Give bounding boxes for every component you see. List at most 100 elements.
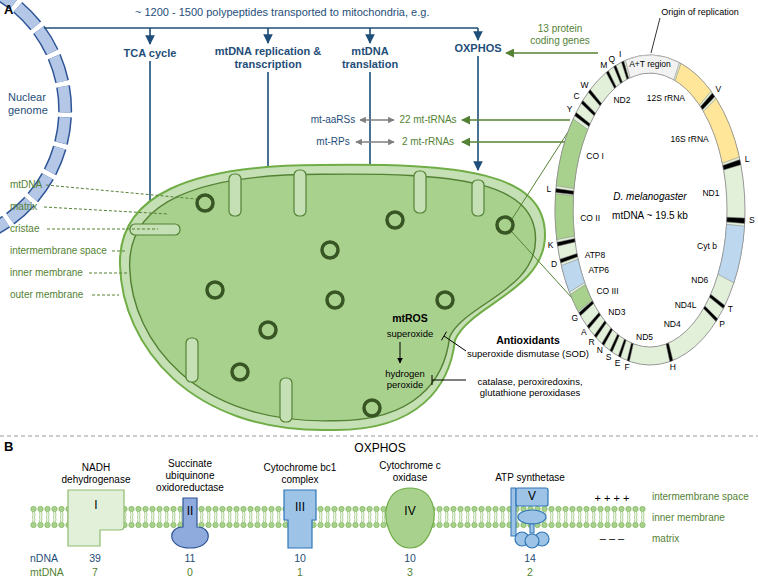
label: 13 protein coding genes: [524, 23, 596, 46]
label-holder: ND4: [664, 320, 681, 330]
label-holder: superoxide dismutase (SOD): [467, 349, 589, 360]
label: 10: [294, 552, 306, 564]
complex-name: Succinate ubiquinone oxidoreductase: [148, 458, 233, 494]
label: – – –: [600, 532, 624, 545]
label: matrix: [652, 533, 679, 545]
label-holder: Antioxidants: [496, 334, 560, 346]
gene-label: W: [580, 81, 588, 91]
label-holder: + + + +: [595, 492, 630, 505]
complex-numeral: IV: [404, 505, 415, 519]
gene-label: M: [600, 61, 607, 71]
label-holder: Y: [567, 105, 573, 115]
label: Origin of replication: [661, 7, 739, 17]
label-holder: Nuclear genome: [8, 91, 60, 116]
gene-label: CO III: [596, 287, 618, 297]
label: nDNA: [30, 552, 58, 564]
label-holder: 10: [294, 552, 306, 564]
gene-label: V: [715, 85, 721, 95]
gene-label: ND2: [613, 96, 630, 106]
label: 3: [407, 566, 413, 578]
label: intermembrane space: [10, 245, 107, 257]
gene-label: K: [548, 242, 554, 252]
label-holder: P: [719, 320, 725, 330]
node-outline: [255, 445, 345, 550]
node-text-holder: III: [295, 501, 305, 515]
gene-label: L: [546, 185, 551, 195]
gene-label: 16S rRNA: [670, 135, 708, 145]
node-text-holder: Succinate ubiquinone oxidoreductase: [148, 458, 233, 494]
label-holder: A+T region: [629, 60, 671, 70]
complex-shape: [525, 534, 539, 548]
gene-segment: [618, 339, 626, 357]
label-holder: catalase, peroxiredoxins, glutathione pe…: [468, 377, 593, 399]
mtdna-circles: [197, 195, 513, 416]
label-holder: OXPHOS: [454, 42, 501, 55]
gene-label: Cyt b: [697, 243, 717, 253]
label-holder: ND1: [702, 190, 719, 200]
label-holder: mt-aaRSs: [311, 114, 355, 126]
node-text-holder: mtDNA ~ 19.5 kb: [612, 210, 688, 222]
complex-name: NADH dehydrogenase: [52, 462, 140, 486]
label-holder: 14: [524, 552, 536, 564]
gene-label: E: [615, 359, 621, 369]
label-holder: CO II: [580, 214, 600, 224]
complex-iii: Cytochrome bc1 complexIII: [255, 445, 345, 550]
label: 14: [524, 552, 536, 564]
gene-segment: [627, 343, 633, 361]
label-holder: ND2: [613, 96, 630, 106]
label-holder: D: [551, 261, 557, 271]
label-holder: 2: [527, 566, 533, 578]
complex-shape: [386, 488, 434, 548]
nuclear-envelope: [0, 0, 65, 230]
label-holder: CO III: [596, 287, 618, 297]
complex-shape: [172, 498, 208, 548]
label: 1: [297, 566, 303, 578]
label: mt-aaRSs: [311, 114, 355, 126]
gene-label: ND3: [608, 308, 625, 318]
label-holder: I: [619, 50, 621, 60]
gene-segment: [614, 65, 623, 83]
node-text-holder: D. melanogaster: [613, 191, 686, 203]
label: mtDNA replication & transcription: [211, 45, 326, 70]
label-holder: 3: [407, 566, 413, 578]
complex-ii: Succinate ubiquinone oxidoreductaseII: [145, 445, 235, 550]
gene-label: G: [571, 315, 578, 325]
label-holder: L: [546, 185, 551, 195]
gene-segment: [581, 100, 595, 115]
label: hydrogen peroxide: [379, 369, 431, 391]
gene-label: P: [719, 320, 725, 330]
gene-segment: [666, 343, 673, 362]
label: mtDNA translation: [333, 45, 408, 70]
label-holder: intermembrane space: [652, 491, 749, 503]
gene-label: ND4: [664, 320, 681, 330]
label: TCA cycle: [124, 47, 177, 60]
gene-segment: [727, 217, 745, 223]
label-holder: 2 mt-rRNAs: [402, 136, 454, 148]
node-text-holder: Cytochrome c oxidase: [370, 460, 450, 484]
label: catalase, peroxiredoxins, glutathione pe…: [468, 377, 593, 399]
label-holder: 39: [89, 552, 101, 564]
gene-label: ND5: [636, 333, 653, 343]
complex-numeral: V: [528, 490, 536, 504]
label-holder: TCA cycle: [124, 47, 177, 60]
label: mtDNA: [10, 179, 42, 191]
gene-segment: [556, 119, 588, 189]
label: A: [4, 3, 13, 18]
label-holder: cristae: [10, 223, 39, 235]
node-text-holder: I: [94, 499, 97, 513]
label-holder: 11: [185, 552, 196, 564]
label: 11: [185, 552, 196, 564]
label-holder: outer membrane: [10, 289, 83, 301]
label-holder: hydrogen peroxide: [379, 369, 431, 391]
label-holder: A: [581, 328, 587, 338]
label-holder: V: [715, 85, 721, 95]
complex-iv: Cytochrome c oxidaseIV: [365, 445, 455, 550]
gene-segment: [703, 306, 717, 321]
gene-label: R: [588, 338, 594, 348]
label-holder: Q: [608, 55, 615, 65]
label-holder: ATP6: [588, 266, 609, 276]
gene-label: A: [581, 328, 587, 338]
label-holder: B: [4, 440, 13, 455]
label-holder: 13 protein coding genes: [524, 23, 596, 46]
